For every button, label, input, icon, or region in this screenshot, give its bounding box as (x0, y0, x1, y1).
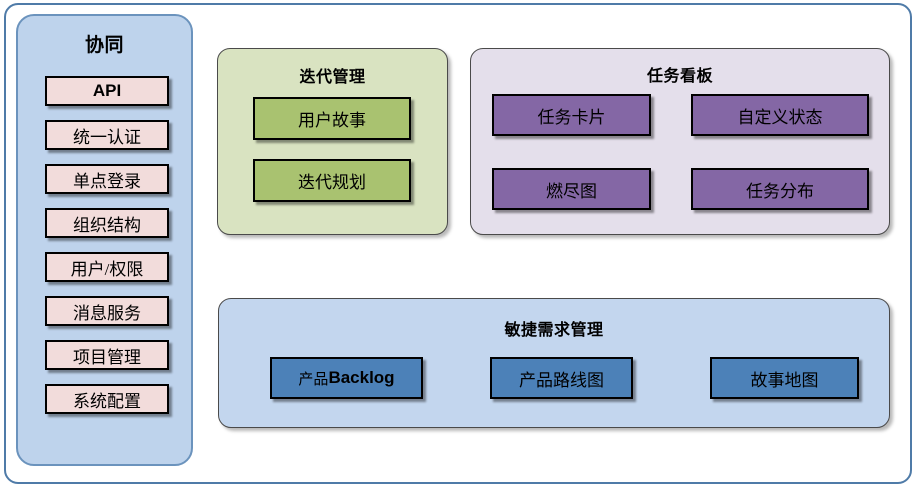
agile-item-product-roadmap[interactable]: 产品路线图 (490, 357, 633, 399)
iteration-item-user-story[interactable]: 用户故事 (253, 97, 411, 140)
sidebar-item-project-management[interactable]: 项目管理 (45, 340, 169, 370)
agile-item-product-backlog-latin: Backlog (328, 368, 395, 387)
panel-iteration-title: 迭代管理 (299, 69, 366, 86)
agile-item-story-map[interactable]: 故事地图 (710, 357, 859, 399)
sidebar-item-user-permission[interactable]: 用户/权限 (45, 252, 169, 282)
panel-collaboration[interactable]: 协同 API 统一认证 单点登录 组织结构 用户/权限 消息服务 项目管理 系统… (16, 14, 193, 466)
taskboard-item-task-card[interactable]: 任务卡片 (492, 94, 651, 136)
panel-task-board[interactable]: 任务看板 任务卡片 自定义状态 燃尽图 任务分布 (470, 48, 890, 235)
panel-agile-title: 敏捷需求管理 (504, 322, 604, 339)
taskboard-item-custom-status[interactable]: 自定义状态 (691, 94, 869, 136)
sidebar-item-message-service[interactable]: 消息服务 (45, 296, 169, 326)
sidebar-item-system-config[interactable]: 系统配置 (45, 384, 169, 414)
collaboration-item-list: API 统一认证 单点登录 组织结构 用户/权限 消息服务 项目管理 系统配置 (45, 76, 169, 428)
sidebar-item-unified-auth[interactable]: 统一认证 (45, 120, 169, 150)
iteration-item-iteration-planning[interactable]: 迭代规划 (253, 159, 411, 202)
panel-task-board-title: 任务看板 (646, 68, 713, 85)
sidebar-item-sso[interactable]: 单点登录 (45, 164, 169, 194)
sidebar-item-org-structure[interactable]: 组织结构 (45, 208, 169, 238)
sidebar-item-api[interactable]: API (45, 76, 169, 106)
panel-iteration-management[interactable]: 迭代管理 用户故事 迭代规划 (217, 48, 448, 235)
taskboard-item-burndown-chart[interactable]: 燃尽图 (492, 168, 651, 210)
agile-item-product-backlog-cjk: 产品 (298, 371, 329, 388)
taskboard-item-task-distribution[interactable]: 任务分布 (691, 168, 869, 210)
panel-collaboration-title: 协同 (84, 35, 124, 56)
